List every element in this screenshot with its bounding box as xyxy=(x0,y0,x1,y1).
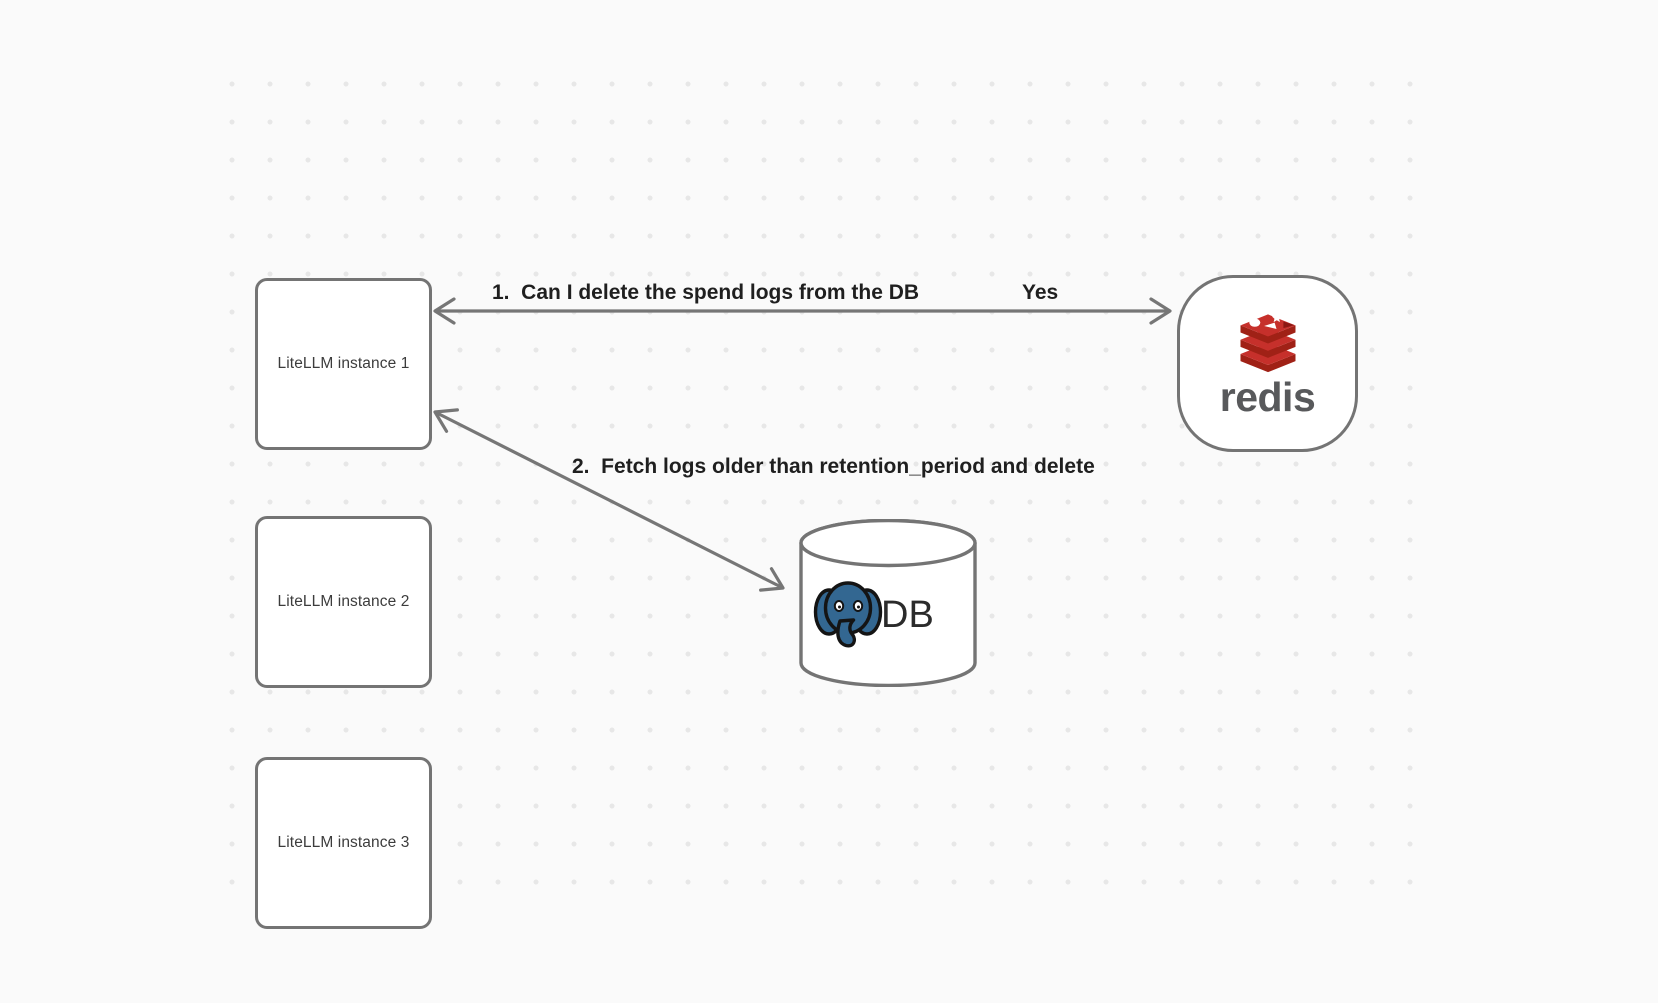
node-litellm-instance-1[interactable]: LiteLLM instance 1 xyxy=(255,278,432,450)
node-label: LiteLLM instance 2 xyxy=(277,593,410,610)
redis-stack-logo-icon xyxy=(1240,312,1295,373)
postgresql-elephant-icon xyxy=(813,581,883,648)
redis-wordmark: redis xyxy=(1219,374,1316,420)
edge2-label: 2. Fetch logs older than retention_perio… xyxy=(572,455,1095,478)
node-label: LiteLLM instance 1 xyxy=(277,355,410,372)
node-label: LiteLLM instance 3 xyxy=(277,834,410,851)
edge1-response-label: Yes xyxy=(1022,281,1059,304)
edge1-label: 1. Can I delete the spend logs from the … xyxy=(492,281,920,304)
node-litellm-instance-2[interactable]: LiteLLM instance 2 xyxy=(255,516,432,688)
node-redis[interactable]: redis xyxy=(1177,275,1358,452)
node-litellm-instance-3[interactable]: LiteLLM instance 3 xyxy=(255,757,432,929)
node-postgres-db[interactable]: DB xyxy=(799,519,977,687)
db-label: DB xyxy=(881,594,934,636)
